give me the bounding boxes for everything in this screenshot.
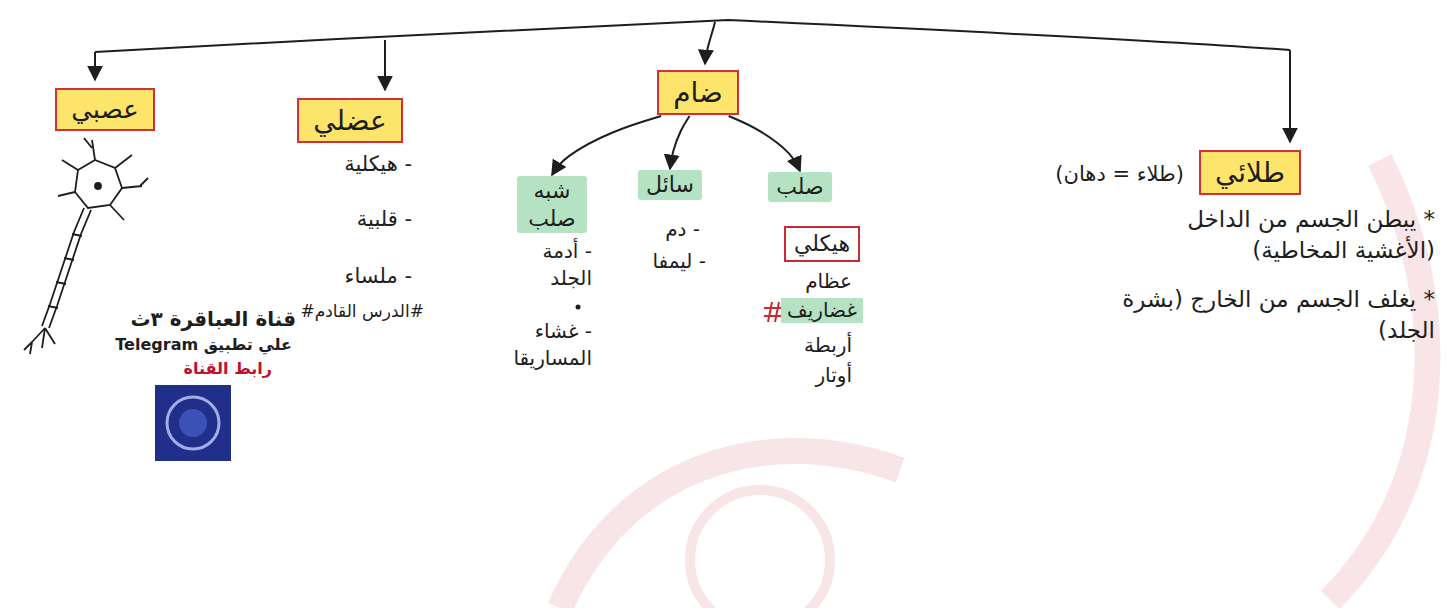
note-text: - ليمفا [653, 248, 706, 275]
category-box: عضلي [297, 98, 403, 143]
note-text: - ملساء [345, 262, 412, 290]
note-text: #الدرس القادم# [301, 300, 424, 323]
neuron-drawing [24, 138, 148, 354]
branch-arrow [552, 116, 661, 175]
note-text: - قلبية [357, 205, 412, 233]
note-text: (طلاء = دهان) [1055, 160, 1184, 188]
highlight-tag: غضاريف [781, 298, 863, 323]
subtype-tag: سائل [638, 170, 702, 200]
note-text: أوتار [815, 362, 852, 389]
node-text: عضلي [313, 103, 387, 138]
node-text: ضام [673, 75, 723, 110]
note-text: - أدمة الجلد [510, 238, 592, 292]
node-text: طلائي [1215, 155, 1285, 190]
node-text: سائل [646, 171, 694, 199]
note-text: قناة العباقرة ٣ث [130, 306, 296, 333]
subtype-box: هيكلي [784, 226, 860, 262]
note-text: عظام [805, 268, 852, 295]
note-text: - غشاء المساريقا [500, 318, 592, 372]
channel-logo [155, 385, 231, 461]
subtype-tag: شبه صلب [517, 176, 587, 233]
note-text: رابط القناة [184, 358, 272, 380]
node-text: صلب [776, 173, 824, 201]
note-text: * يغلف الجسم من الخارج (بشرة الجلد) [1105, 284, 1435, 346]
node-text: عصبي [71, 93, 139, 126]
top-branch-lines [95, 20, 1290, 142]
note-text: - دم [665, 216, 700, 243]
node-text: هيكلي [794, 230, 850, 258]
category-box: عصبي [55, 88, 155, 131]
note-text: - هيكلية [344, 150, 412, 178]
subtype-tag: صلب [768, 172, 832, 202]
node-text: شبه صلب [525, 177, 579, 232]
note-text: أربطة [804, 332, 852, 359]
category-box: طلائي [1199, 150, 1301, 195]
note-text: * يبطن الجسم من الداخل (الأغشية المخاطية… [1105, 204, 1435, 266]
branch-arrow [729, 116, 800, 171]
node-text: غضاريف [787, 298, 857, 323]
category-box: ضام [657, 70, 739, 115]
note-text: علي تطبيق Telegram [115, 334, 292, 356]
branch-arrow [670, 116, 690, 169]
dot-mark [576, 305, 581, 310]
